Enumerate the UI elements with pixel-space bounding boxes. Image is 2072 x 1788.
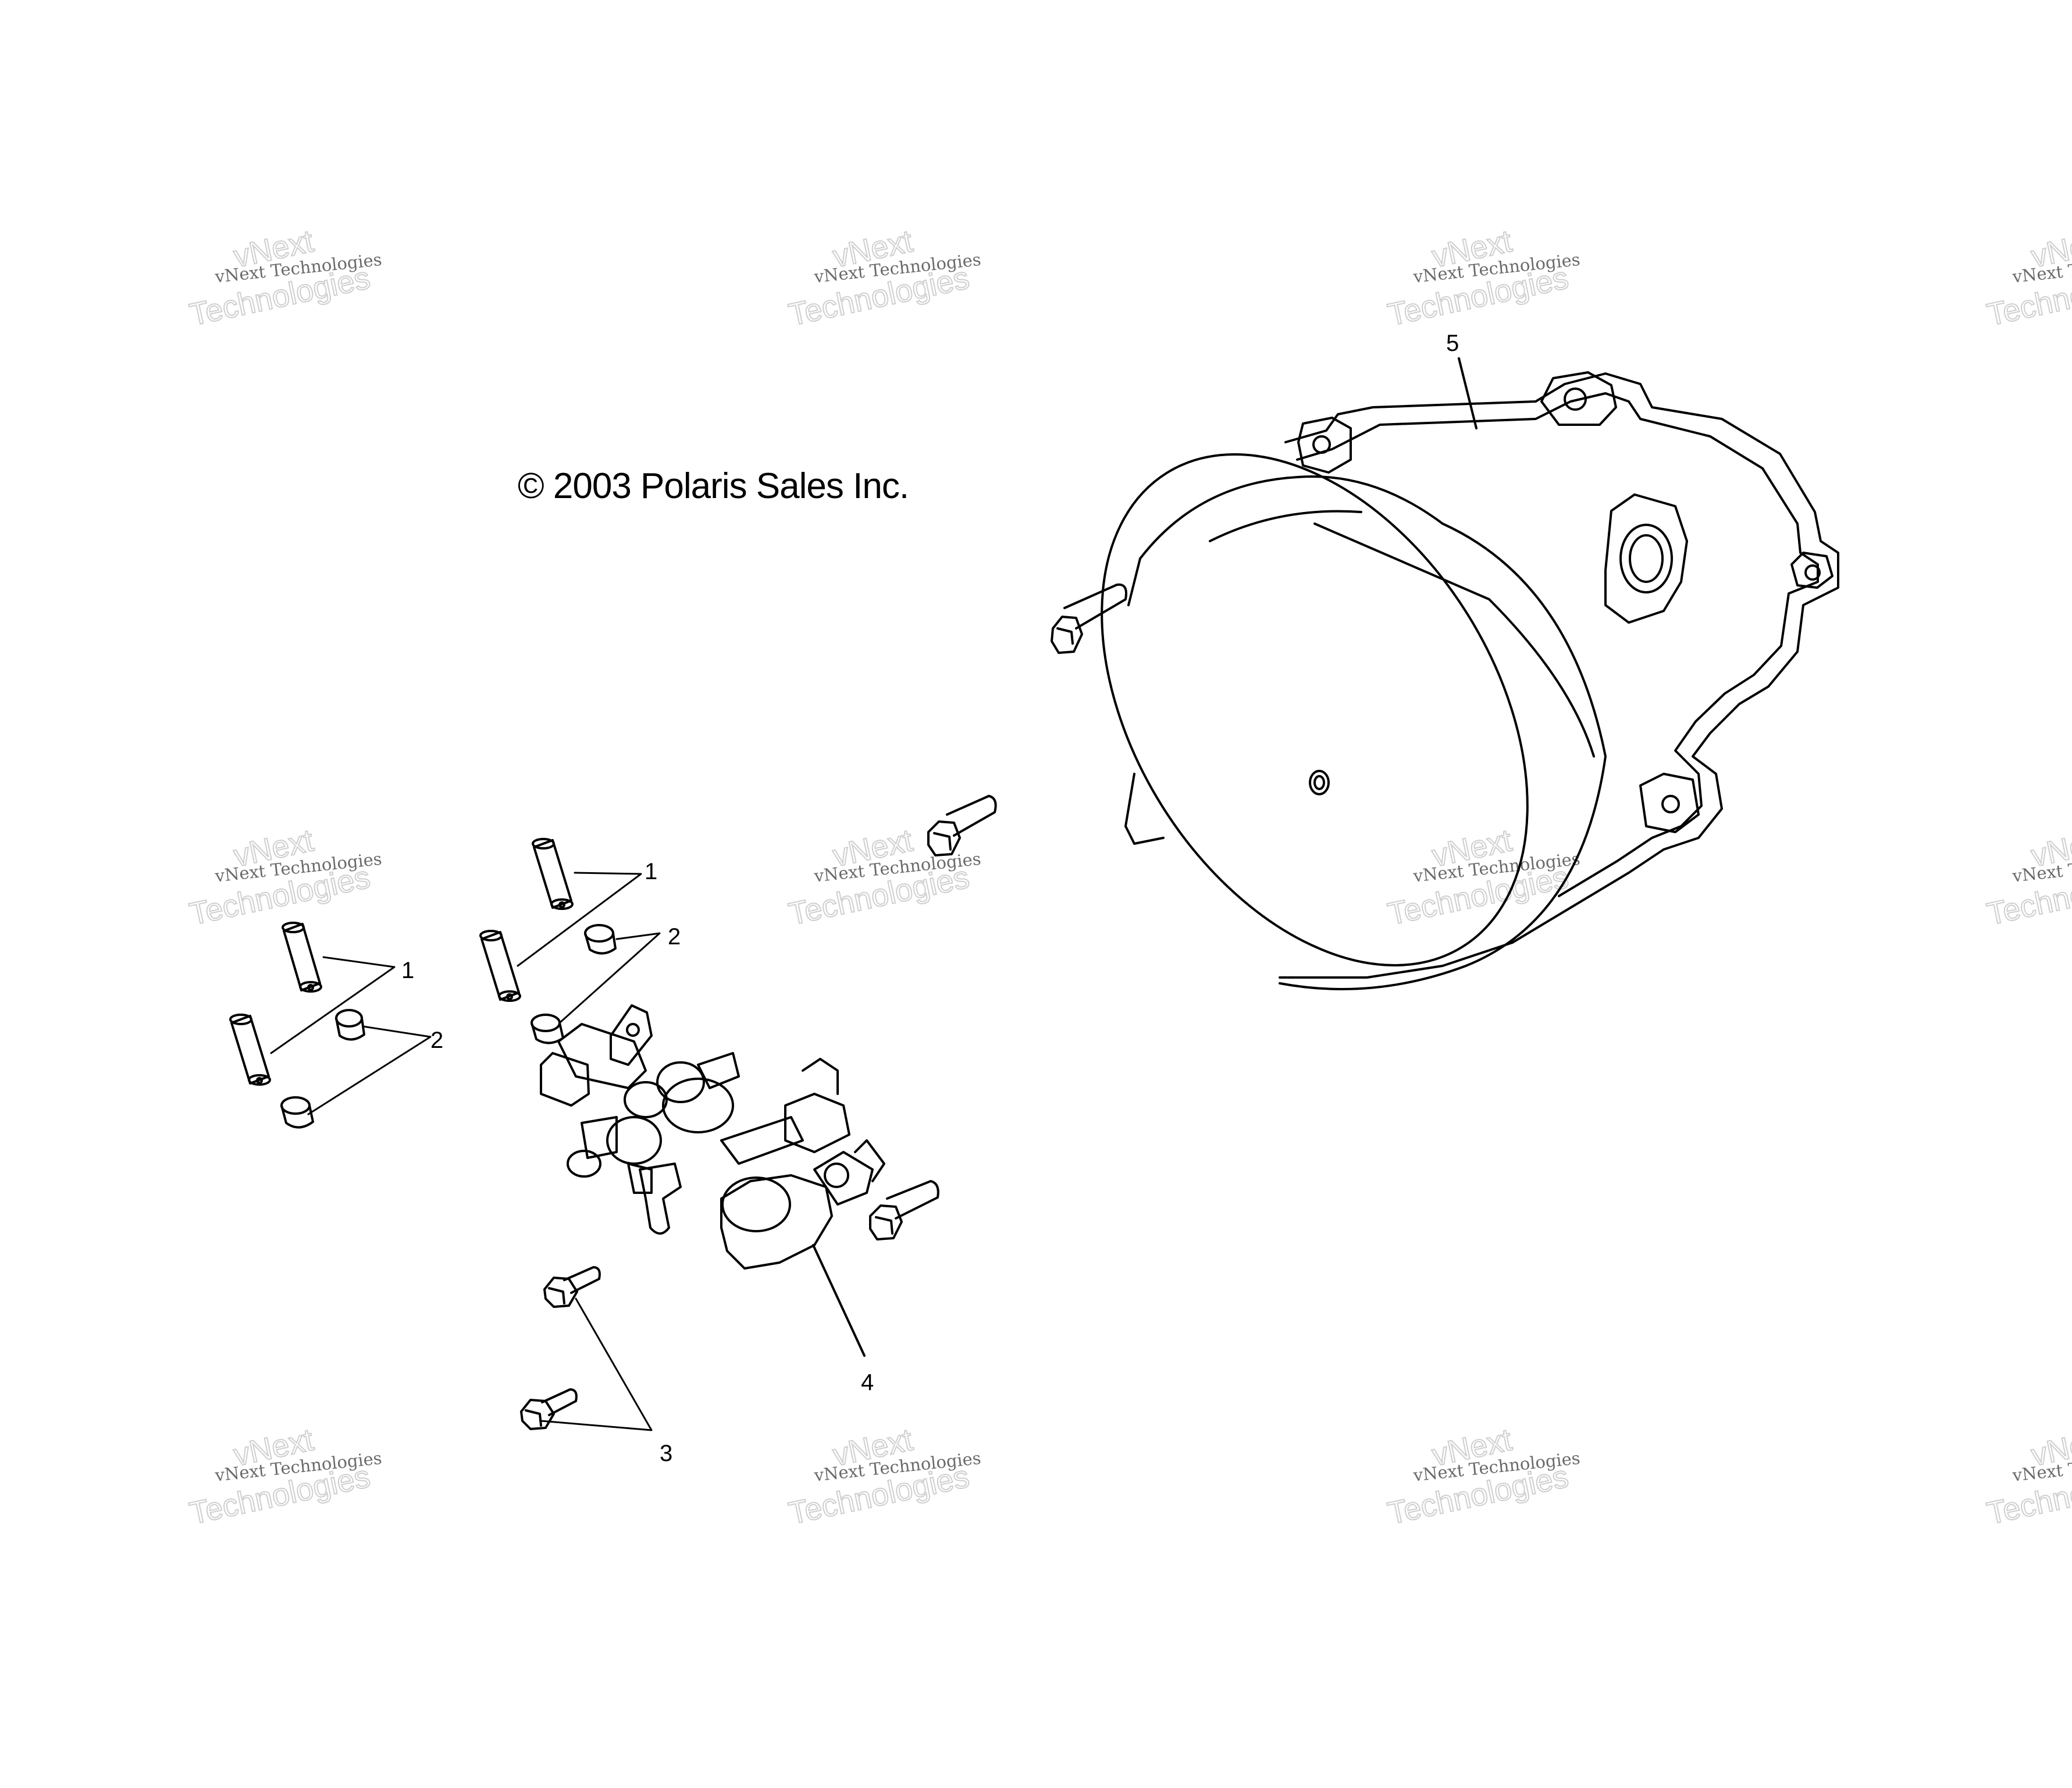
- cup-center-lower: [531, 1014, 564, 1044]
- callout-5: 5: [1446, 330, 1459, 356]
- leader-lines-part-3: [540, 1298, 653, 1431]
- bolt-upper-right: [1051, 583, 1127, 654]
- bolt-lower-right: [869, 1180, 939, 1240]
- cup-left-upper: [335, 1009, 365, 1041]
- cover-housing-part-5: [1101, 357, 1839, 990]
- callout-1-center: 1: [645, 859, 658, 884]
- callout-2-center: 2: [668, 924, 681, 950]
- cup-left-lower: [280, 1096, 314, 1129]
- callout-4: 4: [861, 1370, 874, 1395]
- cup-center-upper: [584, 924, 617, 955]
- sleeve-center-upper: [532, 838, 574, 910]
- callout-1-left: 1: [401, 958, 415, 983]
- leader-lines-left: [270, 956, 432, 1115]
- copyright-notice: © 2003 Polaris Sales Inc.: [518, 466, 909, 506]
- leader-lines-center: [517, 872, 661, 1024]
- callout-2-left: 2: [430, 1028, 444, 1053]
- bolt-middle: [927, 795, 997, 856]
- sleeve-center-lower: [479, 930, 521, 1002]
- sleeve-left-lower: [229, 1014, 271, 1086]
- callout-3: 3: [660, 1441, 673, 1466]
- flange-bolt-upper: [543, 1266, 601, 1308]
- sleeve-left-upper: [282, 922, 322, 993]
- valve-assembly-part-4: [540, 1004, 885, 1357]
